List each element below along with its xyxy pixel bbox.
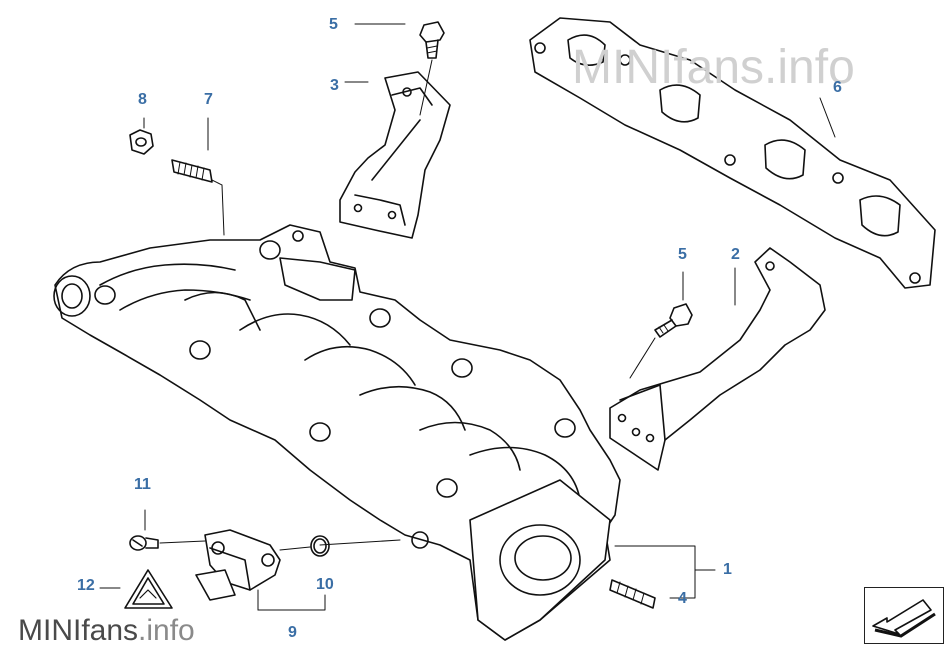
screw	[129, 509, 206, 551]
callout-8[interactable]: 8	[138, 91, 147, 108]
watermark-top: MINIfans.info	[572, 41, 855, 94]
callout-1[interactable]: 1	[723, 561, 732, 578]
callout-4[interactable]: 4	[678, 590, 687, 607]
callout-7[interactable]: 7	[204, 91, 213, 108]
callout-2[interactable]: 2	[731, 246, 740, 263]
lower-bracket	[609, 247, 826, 471]
callout-12[interactable]: 12	[77, 577, 95, 594]
callout-5-side[interactable]: 5	[678, 246, 687, 263]
nut	[129, 117, 154, 155]
callout-6[interactable]: 6	[833, 79, 842, 96]
stud	[171, 117, 225, 236]
callout-9[interactable]: 9	[288, 624, 297, 641]
warning-label	[99, 569, 173, 609]
back-navigation-button[interactable]	[864, 587, 944, 644]
callout-leader-lines	[614, 545, 716, 599]
callout-10[interactable]: 10	[316, 576, 334, 593]
upper-bracket	[339, 71, 451, 239]
throttle-stud	[609, 579, 656, 609]
callout-5-top[interactable]: 5	[329, 16, 338, 33]
intake-manifold	[53, 224, 621, 641]
callout-11[interactable]: 11	[134, 476, 151, 493]
callout-3[interactable]: 3	[330, 77, 339, 94]
manifold-gasket	[529, 17, 936, 289]
sensor	[195, 529, 326, 611]
o-ring	[279, 535, 330, 557]
bolt-top	[354, 21, 445, 116]
watermark-bottom: MINIfans.info	[18, 614, 195, 647]
arrow-down-left-icon	[872, 599, 936, 638]
bolt-side	[629, 271, 693, 379]
